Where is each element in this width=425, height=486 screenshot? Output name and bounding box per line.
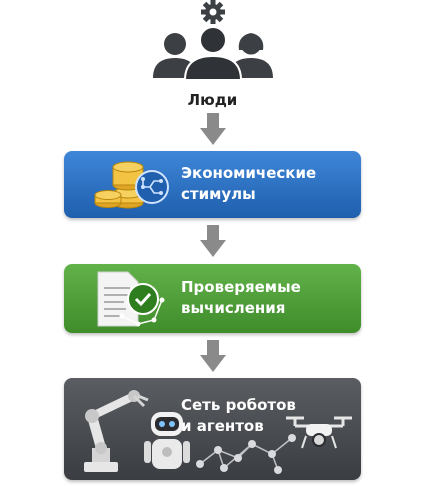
stage-verify-label-line1: Проверяемые: [181, 278, 301, 296]
robot-arm-icon: [84, 390, 149, 472]
stage-network-label-line2: и агентов: [181, 417, 264, 435]
document-icon: [97, 271, 165, 327]
arrow-down-icon: [200, 225, 226, 257]
stage-economic-label-line2: стимулы: [181, 185, 256, 203]
stage-verifiable-computation: Проверяемые вычисления: [64, 264, 361, 333]
stage-economic-label-line1: Экономические: [181, 164, 317, 182]
stage-robot-agent-network: Сеть роботов и агентов: [64, 378, 361, 480]
check-badge-icon: [127, 283, 159, 315]
people-label: Люди: [187, 91, 238, 109]
humanoid-robot-icon: [144, 412, 190, 469]
drone-icon: [286, 416, 352, 449]
stage-economic-incentives: Экономические стимулы: [64, 151, 361, 218]
network-icon: [196, 434, 296, 474]
circuit-icon: [135, 170, 169, 204]
stage-network-label-line1: Сеть роботов: [181, 396, 296, 414]
arrow-down-icon: [200, 340, 226, 372]
stage-verify-label-line2: вычисления: [181, 299, 286, 317]
people-group-icon: [153, 0, 273, 81]
gear-icon: [201, 0, 225, 24]
arrow-down-icon: [200, 113, 226, 145]
